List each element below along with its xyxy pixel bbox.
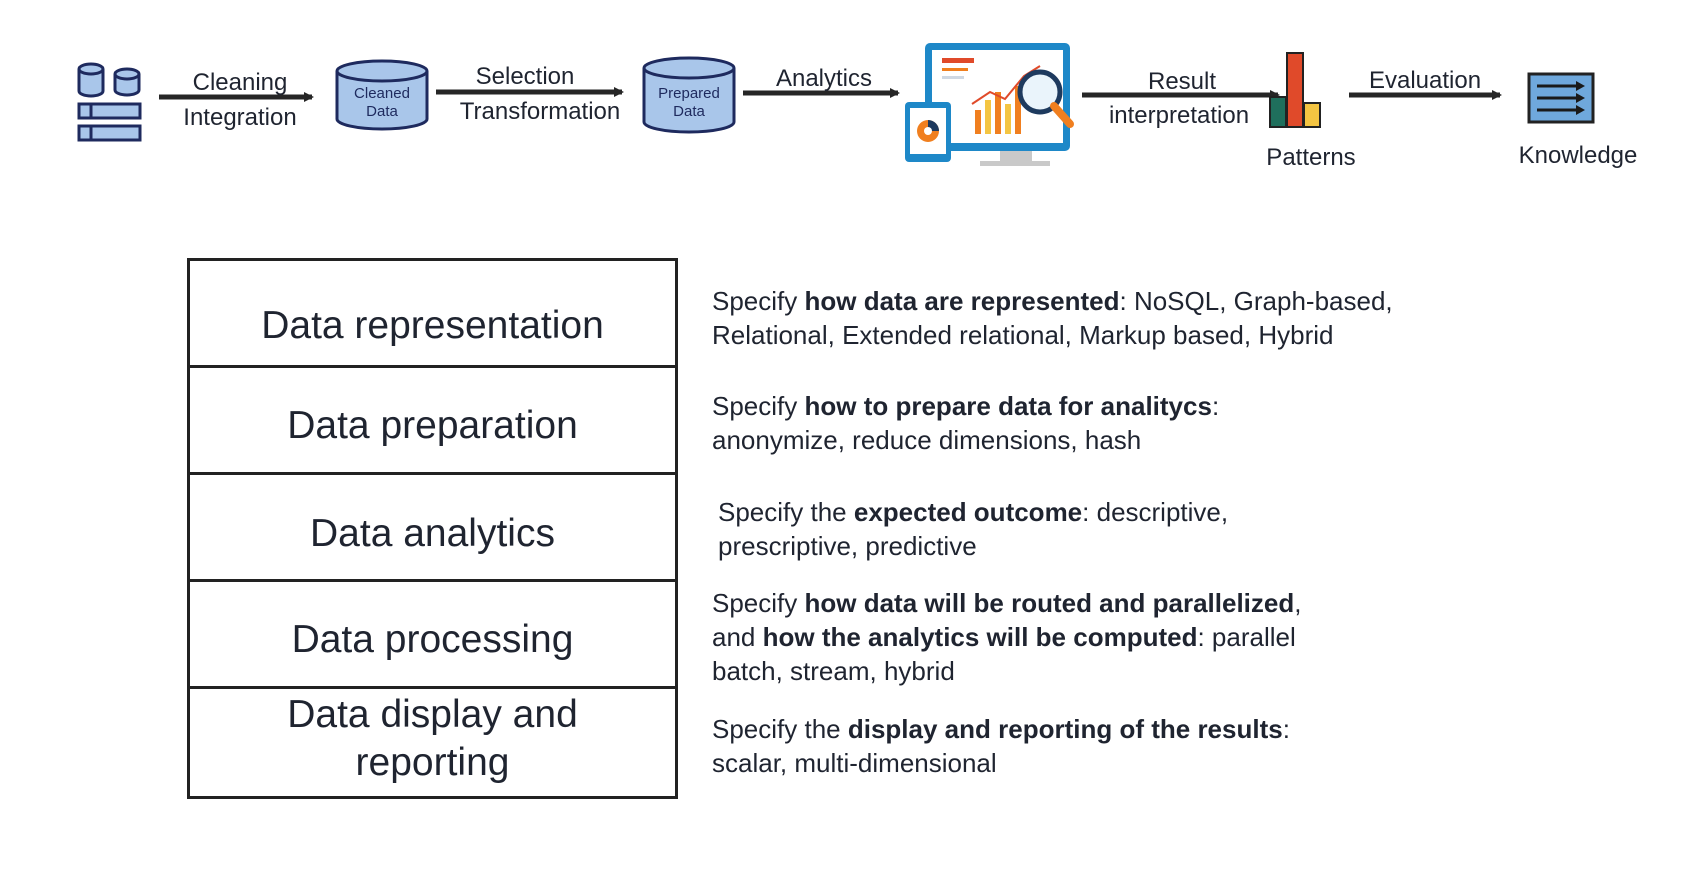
desc-emphasis: expected outcome [853, 497, 1083, 527]
desc-text: and [712, 622, 763, 652]
layer-data-preparation: Data preparation [190, 368, 675, 475]
layer-description-analytics: Specify the expected outcome: descriptiv… [718, 495, 1518, 563]
analytics-dashboard-icon [905, 43, 1074, 166]
desc-emphasis: how the analytics will be computed [762, 622, 1198, 652]
step-transformation-label: Transformation [459, 98, 621, 125]
desc-text: Specify [712, 286, 805, 316]
layer-description-representation: Specify how data are represented: NoSQL,… [712, 284, 1512, 352]
layer-description-preparation: Specify how to prepare data for analityc… [712, 389, 1512, 457]
desc-emphasis: how to prepare data for analitycs [804, 391, 1212, 421]
desc-text: : parallel [1197, 622, 1296, 652]
prepared-db-text-1: Prepared [658, 85, 720, 102]
layer-data-representation: Data representation [190, 261, 675, 368]
desc-text: Specify the [718, 497, 854, 527]
step-selection-label: Selection [475, 63, 575, 90]
desc-text: prescriptive, predictive [718, 531, 977, 561]
cleaned-db-text-2: Data [366, 103, 398, 120]
layer-name: Data display and reporting [287, 692, 578, 784]
desc-text: Relational, Extended relational, Markup … [712, 320, 1334, 350]
prepared-data-db-icon: Prepared Data [642, 56, 736, 134]
step-interpretation-label: interpretation [1108, 102, 1250, 129]
desc-text: Specify [712, 391, 805, 421]
desc-emphasis: how data will be routed and parallelized [804, 588, 1295, 618]
desc-text: batch, stream, hybrid [712, 656, 955, 686]
desc-text: : [1211, 391, 1220, 421]
knowledge-list-icon [1527, 72, 1595, 124]
desc-text: Specify [712, 588, 805, 618]
prepared-db-text-2: Data [673, 103, 705, 120]
desc-emphasis: display and reporting of the results [847, 714, 1283, 744]
step-result-label: Result [1147, 68, 1217, 95]
desc-text: , [1294, 588, 1302, 618]
layer-data-analytics: Data analytics [190, 475, 675, 582]
desc-text: : NoSQL, Graph-based, [1119, 286, 1393, 316]
pipeline-diagram: Cleaned Data Prepared Data [77, 43, 1595, 166]
layer-name: Data representation [261, 304, 604, 348]
layer-description-processing: Specify how data will be routed and para… [712, 586, 1512, 688]
layer-data-processing: Data processing [190, 582, 675, 689]
cleaned-db-text-1: Cleaned [354, 85, 410, 102]
desc-text: : descriptive, [1082, 497, 1229, 527]
desc-text: Specify the [712, 714, 848, 744]
desc-text: scalar, multi-dimensional [712, 748, 997, 778]
desc-text: : [1282, 714, 1290, 744]
knowledge-label: Knowledge [1518, 142, 1638, 169]
step-cleaning-label: Cleaning [192, 69, 288, 96]
layer-description-display: Specify the display and reporting of the… [712, 712, 1512, 780]
patterns-label: Patterns [1266, 144, 1356, 171]
desc-emphasis: how data are represented [804, 286, 1120, 316]
layer-name: Data preparation [287, 404, 578, 448]
layer-data-display-reporting: Data display and reporting [190, 689, 675, 796]
patterns-bar-chart-icon [1269, 52, 1321, 128]
desc-text: anonymize, reduce dimensions, hash [712, 425, 1142, 455]
layer-name: Data processing [291, 618, 574, 662]
cleaned-data-db-icon: Cleaned Data [335, 59, 429, 131]
step-integration-label: Integration [183, 104, 297, 131]
layer-stack: Data representation Data preparation Dat… [187, 258, 678, 799]
layer-name: Data analytics [310, 512, 555, 556]
step-evaluation-label: Evaluation [1368, 67, 1482, 94]
database-stack-icon [77, 62, 142, 142]
step-analytics-label: Analytics [775, 65, 873, 92]
